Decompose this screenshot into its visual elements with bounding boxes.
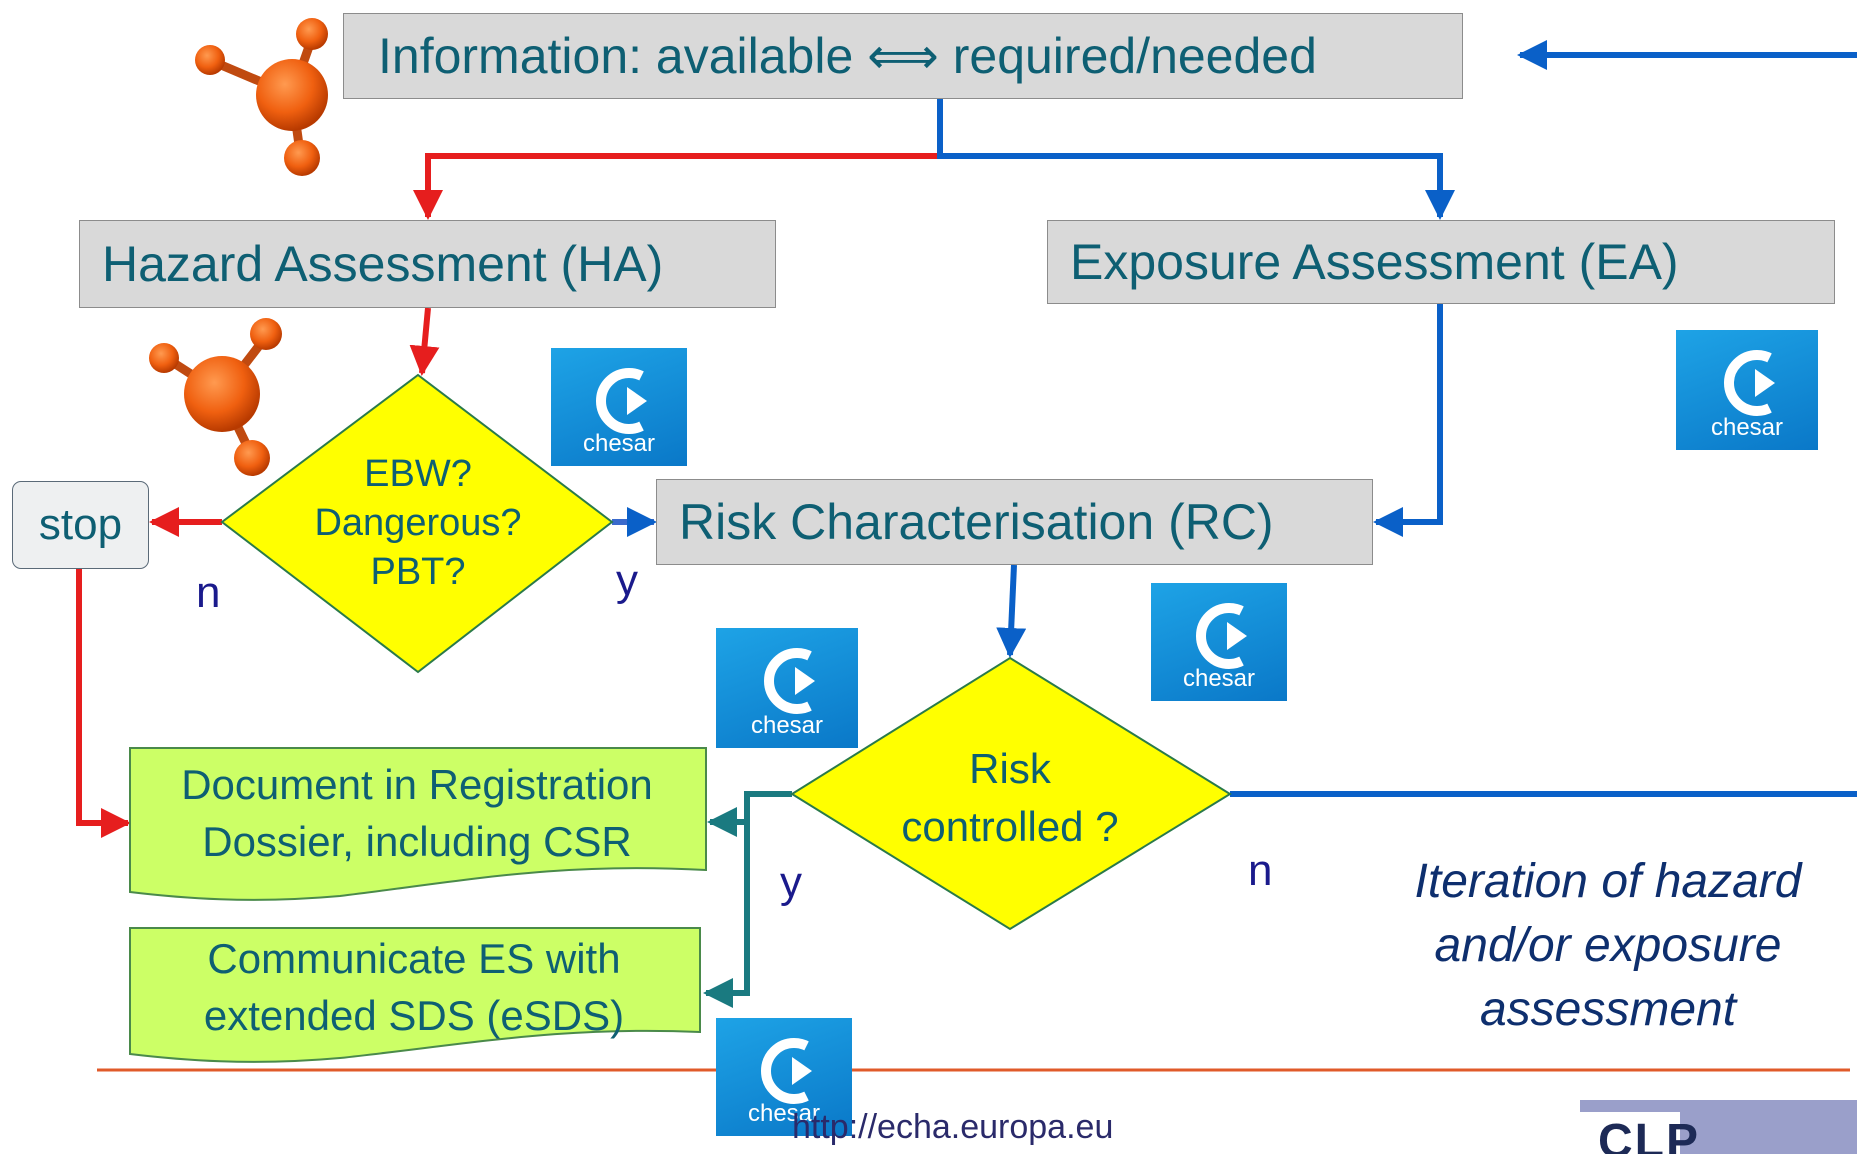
hazard-assessment-box: Hazard Assessment (HA) — [79, 220, 776, 308]
connector-risk-to-decision — [996, 564, 1027, 658]
info-box-label: Information: available ⟺ required/needed — [378, 28, 1317, 84]
chesar-logo-text: chesar — [1710, 414, 1784, 441]
connector-info-to-hazard — [413, 99, 943, 220]
chesar-logo-text: chesar — [582, 430, 656, 457]
stop-label: stop — [38, 500, 123, 549]
molecule-icon — [149, 318, 282, 476]
connector-exposure-to-risk — [1373, 304, 1443, 537]
communicate-esds-line1: Communicate ES with — [207, 935, 621, 982]
decision-risk-line2: controlled ? — [901, 803, 1119, 850]
chesar-logo-icon: chesar — [551, 348, 687, 466]
decision-hazard-line1: EBW? — [364, 453, 472, 495]
risk-characterisation-label: Risk Characterisation (RC) — [679, 494, 1274, 550]
connector-info-to-exposure — [937, 99, 1455, 220]
iteration-note-line2: and/or exposure — [1434, 919, 1782, 972]
footer-url: http://echa.europa.eu — [792, 1108, 1114, 1146]
clp-logo-text: CLP — [1598, 1115, 1700, 1154]
label-no-hazard: n — [196, 568, 221, 617]
label-yes-risk: y — [780, 858, 802, 907]
decision-risk-line1: Risk — [969, 745, 1051, 792]
decision-diamond-hazard — [220, 373, 614, 674]
document-registration-text: Document in Registration Dossier, includ… — [134, 756, 700, 870]
exposure-assessment-label: Exposure Assessment (EA) — [1070, 234, 1679, 290]
connector-decision-to-document — [707, 791, 792, 837]
connector-decision-to-communicate — [703, 822, 750, 1008]
document-shape-registration — [129, 747, 707, 901]
molecule-icon — [195, 18, 328, 176]
communicate-esds-text: Communicate ES with extended SDS (eSDS) — [134, 930, 694, 1044]
decision-hazard-text: EBW? Dangerous? PBT? — [288, 450, 548, 597]
chesar-logo-icon: chesar — [1676, 330, 1818, 450]
document-registration-line2: Dossier, including CSR — [202, 818, 632, 865]
chesar-logo-icon: chesar — [716, 628, 858, 748]
info-box: Information: available ⟺ required/needed — [343, 13, 1463, 99]
label-yes-hazard: y — [616, 556, 638, 605]
decision-hazard-line3: PBT? — [370, 551, 466, 593]
chesar-logo-text: chesar — [747, 1100, 821, 1127]
label-no-risk: n — [1248, 846, 1273, 895]
decision-diamond-risk — [790, 656, 1232, 931]
chesar-logo-icon: chesar — [1151, 583, 1287, 701]
decision-hazard-line2: Dangerous? — [314, 502, 522, 544]
clp-logo-icon: CLP — [1580, 1100, 1857, 1154]
iteration-note-line3: assessment — [1479, 983, 1737, 1036]
chesar-logo-text: chesar — [750, 712, 824, 739]
iteration-note: Iteration of hazard and/or exposure asse… — [1378, 850, 1838, 1042]
exposure-assessment-box: Exposure Assessment (EA) — [1047, 220, 1835, 304]
communicate-esds-line2: extended SDS (eSDS) — [203, 992, 625, 1039]
chesar-logo-text: chesar — [1182, 665, 1256, 692]
document-registration-line1: Document in Registration — [181, 761, 653, 808]
decision-risk-text: Risk controlled ? — [860, 740, 1160, 856]
connector-stop-to-document — [76, 569, 131, 838]
document-shape-communicate — [129, 927, 701, 1063]
iteration-note-line1: Iteration of hazard — [1414, 855, 1802, 908]
risk-characterisation-box: Risk Characterisation (RC) — [656, 479, 1373, 565]
chesar-logo-icon: chesar — [716, 1018, 852, 1136]
stop-box: stop — [12, 481, 149, 569]
connector-hazard-to-decision — [409, 307, 440, 376]
hazard-assessment-label: Hazard Assessment (HA) — [102, 236, 664, 292]
